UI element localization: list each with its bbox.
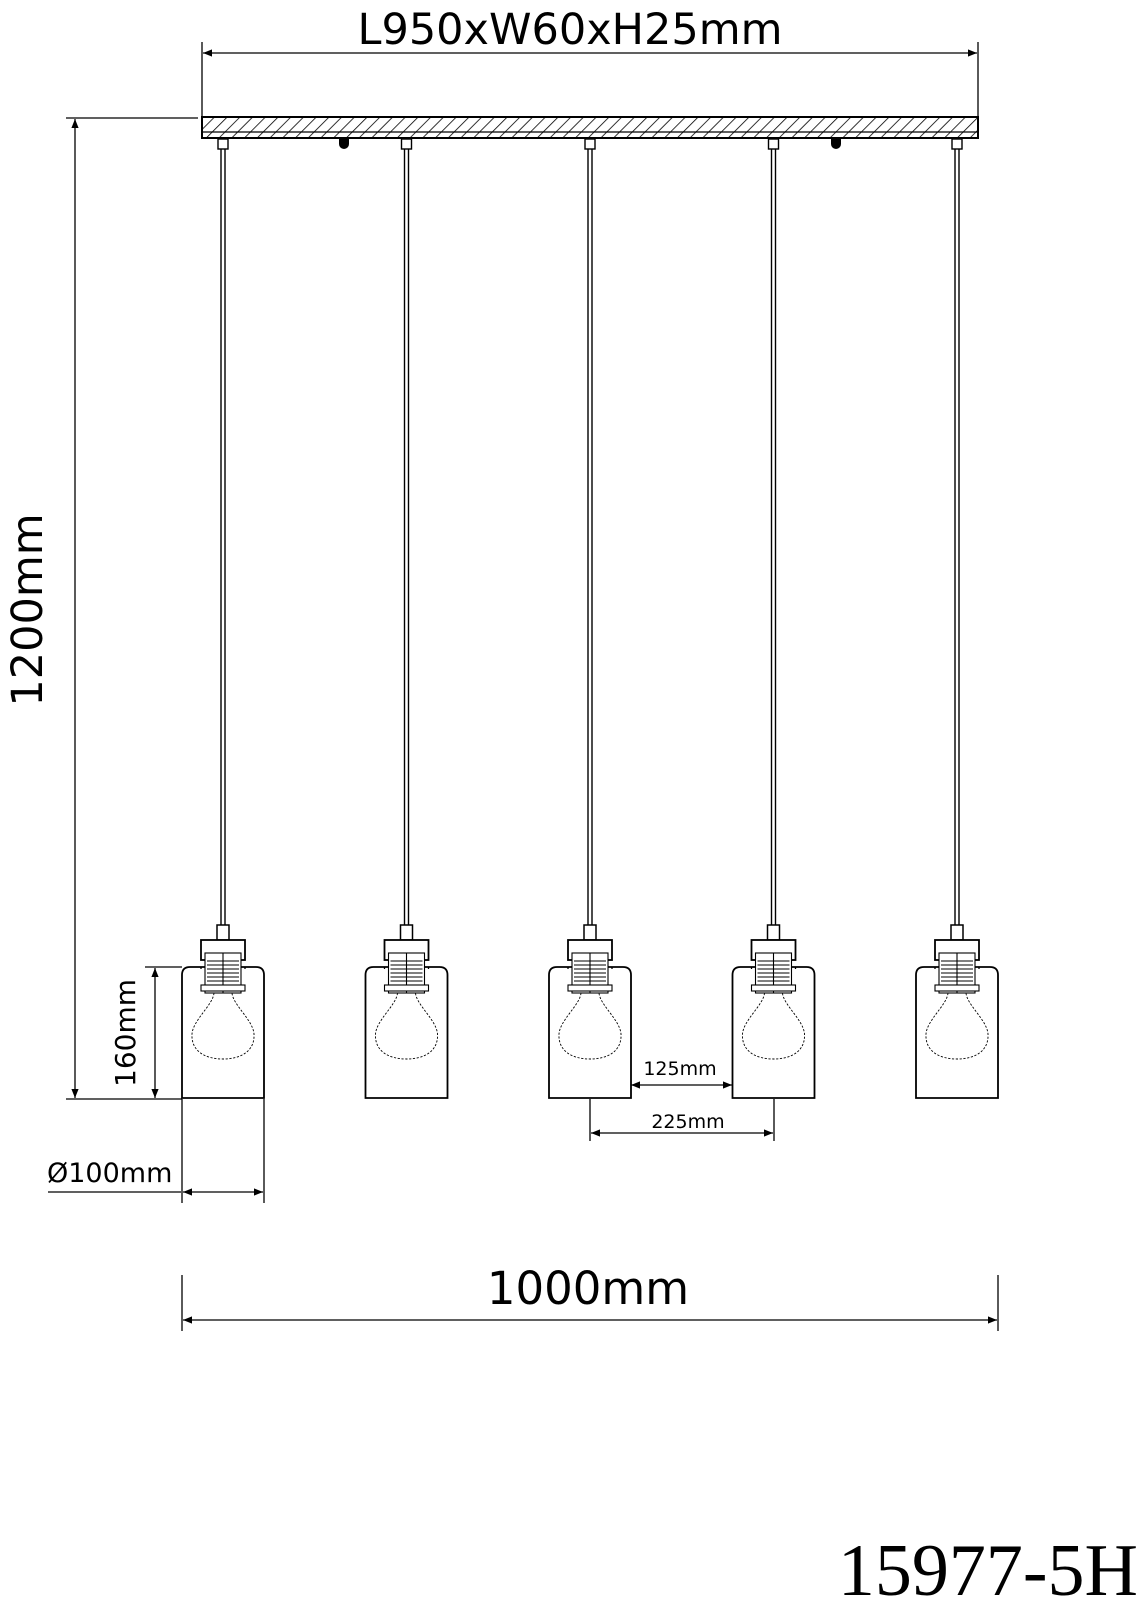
canopy-dimension: L950xW60xH25mm: [201, 5, 979, 116]
cap-edge: [567, 967, 613, 969]
cord-connector: [951, 138, 963, 150]
glass-shade: [915, 966, 999, 1099]
cap-edge: [934, 967, 980, 969]
cap-edge: [200, 967, 246, 969]
socket-ring: [934, 984, 980, 992]
cap-edge: [383, 967, 430, 969]
cord-grip: [950, 924, 964, 941]
canopy-screw-left: [339, 138, 349, 149]
gap-dimension: 125mm: [631, 1058, 732, 1089]
glass-shade: [548, 966, 632, 1099]
drop-height-dimension: 1200mm: [3, 117, 198, 1100]
lamp-socket: [567, 952, 613, 994]
cord-grip: [399, 924, 414, 941]
pendant-3: [548, 138, 632, 1099]
cord-connector: [767, 138, 780, 150]
spacing-label: 225mm: [651, 1111, 724, 1133]
pendant-1: [181, 138, 265, 1099]
lamp-socket: [750, 952, 797, 994]
shade-diameter-label: Ø100mm: [47, 1158, 172, 1189]
cord-grip: [766, 924, 781, 941]
gap-label: 125mm: [643, 1058, 716, 1080]
bulb-outline: [191, 992, 255, 1060]
cord-connector: [400, 138, 413, 150]
bulb-outline: [558, 992, 622, 1060]
cord-grip: [583, 924, 597, 941]
pendant-4: [731, 138, 816, 1099]
spacing-dimension: 225mm: [589, 1099, 775, 1141]
canopy-bar: [201, 116, 979, 149]
socket-ring: [567, 984, 613, 992]
bulb-outline: [375, 992, 438, 1060]
lamp-socket: [200, 952, 246, 994]
cord-connector: [584, 138, 596, 150]
shade-height-label: 160mm: [109, 979, 142, 1087]
pendant-5: [915, 138, 999, 1099]
cord-connector: [217, 138, 229, 150]
lamp-socket: [383, 952, 430, 994]
drop-height-label: 1200mm: [3, 513, 53, 706]
glass-shade: [364, 966, 449, 1099]
pendant-2: [364, 138, 449, 1099]
cord-grip: [216, 924, 230, 941]
socket-ring: [750, 984, 797, 992]
canopy-screw-right: [831, 138, 841, 149]
lamp-socket: [934, 952, 980, 994]
glass-shade: [181, 966, 265, 1099]
glass-shade: [731, 966, 816, 1099]
model-number: 15977-5H: [838, 1530, 1138, 1600]
shade-diameter-dimension: Ø100mm: [47, 1099, 265, 1203]
pendants: [181, 138, 999, 1099]
bulb-outline: [925, 992, 989, 1060]
overall-length-label: 1000mm: [487, 1262, 689, 1315]
canopy-dimension-label: L950xW60xH25mm: [358, 5, 783, 55]
shade-height-dimension: 160mm: [109, 966, 182, 1098]
cap-edge: [750, 967, 797, 969]
overall-length-dimension: 1000mm: [181, 1262, 999, 1331]
socket-ring: [200, 984, 246, 992]
socket-ring: [383, 984, 430, 992]
bulb-outline: [742, 992, 805, 1060]
